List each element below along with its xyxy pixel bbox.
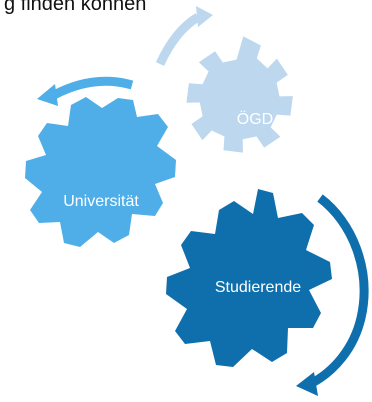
arrow-studierende-cycle [296, 194, 369, 396]
gear-studierende-label: Studierende [215, 279, 301, 296]
arrow-universitaet-shaft [51, 76, 134, 100]
arrow-studierende-shaft [307, 194, 369, 389]
arrow-studierende-head [296, 372, 318, 396]
gear-studierende-shape [166, 189, 332, 367]
heading-text: g finden können [4, 0, 147, 15]
gear-universitaet: Universität [25, 97, 176, 247]
arrow-oegd-shaft [155, 13, 201, 66]
gear-universitaet-shape [25, 97, 176, 247]
arrow-oegd-cycle [155, 6, 213, 66]
gear-oegd: ÖGD [186, 36, 293, 153]
arrow-oegd-head [196, 6, 213, 27]
gear-studierende: Studierende [166, 189, 332, 367]
gear-oegd-label: ÖGD [237, 110, 273, 128]
arrow-universitaet-head [37, 84, 58, 106]
gear-oegd-shape [186, 36, 293, 153]
arrow-universitaet-cycle [37, 76, 134, 106]
gear-universitaet-label: Universität [63, 193, 139, 210]
